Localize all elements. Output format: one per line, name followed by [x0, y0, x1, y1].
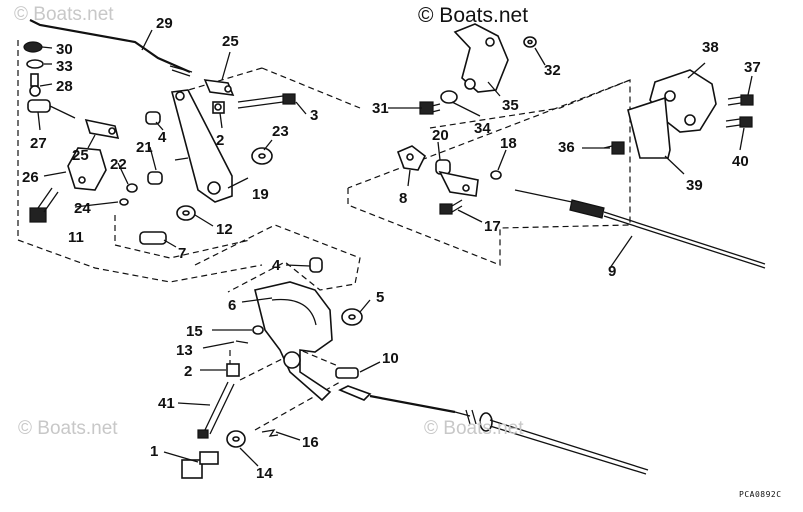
- callout-9: 9: [608, 263, 616, 280]
- part-29-rod: [29, 19, 193, 77]
- part-30-nut: [23, 41, 43, 53]
- part-7-pin: [139, 231, 167, 245]
- part-24-washer: [119, 198, 129, 206]
- callout-6: 6: [228, 297, 236, 314]
- watermark-faint-top-left: © Boats.net: [14, 4, 114, 25]
- callout-labels: 29 30 33 28 27 25 26 24 22 21 4 11 7 12 …: [22, 15, 761, 482]
- part-1-bolt: [181, 451, 219, 479]
- callout-28: 28: [56, 78, 73, 95]
- part-4-bushing-lower: [309, 257, 323, 273]
- callout-4-lower: 4: [272, 257, 281, 274]
- part-6-cam-plate: [254, 281, 333, 402]
- part-33-washer: [26, 59, 44, 69]
- callout-27: 27: [30, 135, 47, 152]
- callout-34: 34: [474, 120, 491, 137]
- callout-32: 32: [544, 62, 561, 79]
- callout-8: 8: [399, 190, 407, 207]
- part-19-lever: [170, 89, 233, 203]
- callout-30: 30: [56, 41, 73, 58]
- leader-lines: [37, 29, 753, 467]
- callout-21: 21: [136, 139, 153, 156]
- diagram-code: PCA0892C: [739, 490, 782, 499]
- callout-20: 20: [432, 127, 449, 144]
- part-36-screw: [603, 141, 625, 155]
- callout-35: 35: [502, 97, 519, 114]
- part-31-bolt: [419, 101, 441, 115]
- part-23-washer: [251, 147, 273, 165]
- callout-12: 12: [216, 221, 233, 238]
- callout-25-left: 25: [72, 147, 89, 164]
- watermark-faint-bottom-left: © Boats.net: [18, 418, 118, 439]
- part-40-screw: [725, 116, 753, 128]
- callout-29: 29: [156, 15, 173, 32]
- callout-11: 11: [68, 229, 84, 246]
- part-9-cable: [514, 189, 766, 269]
- callout-36: 36: [558, 139, 575, 156]
- part-22-spacer: [126, 183, 138, 193]
- part-27-rod-end: [27, 99, 76, 119]
- part-11-bolt: [29, 187, 59, 223]
- part-39-plate: [627, 96, 671, 159]
- callout-1: 1: [150, 443, 158, 460]
- part-14-washer: [226, 430, 246, 448]
- callout-13: 13: [176, 342, 193, 359]
- part-28-ball-joint: [29, 73, 41, 97]
- callout-40: 40: [732, 153, 749, 170]
- callout-31: 31: [372, 100, 389, 117]
- callout-7: 7: [178, 245, 186, 262]
- part-10-pin: [335, 367, 359, 379]
- part-20-arm: [435, 159, 479, 197]
- callout-37: 37: [744, 59, 761, 76]
- callout-14: 14: [256, 465, 273, 482]
- part-13-pin: [235, 340, 249, 344]
- part-16-clip: [261, 429, 279, 437]
- callout-19: 19: [252, 186, 269, 203]
- part-4-bushing-upper: [145, 111, 161, 125]
- assembly-outline-right: [347, 79, 631, 266]
- part-21-bushing: [147, 171, 163, 185]
- callout-4-upper: 4: [158, 129, 167, 146]
- part-18-washer: [490, 170, 502, 180]
- part-5-washer: [341, 308, 363, 326]
- callout-38: 38: [702, 39, 719, 56]
- callout-5: 5: [376, 289, 384, 306]
- part-17-bolt: [439, 199, 463, 215]
- part-15-washer: [252, 325, 264, 335]
- part-2-nut-upper: [212, 101, 225, 114]
- part-2-nut-lower: [226, 363, 240, 377]
- part-25-connector-left: [84, 118, 120, 140]
- part-37-screw: [727, 94, 754, 106]
- callout-26: 26: [22, 169, 39, 186]
- part-26-bracket: [67, 147, 107, 191]
- callout-33: 33: [56, 58, 73, 75]
- watermark-main: © Boats.net: [418, 4, 529, 27]
- part-12-washer: [176, 205, 196, 221]
- callout-25-top: 25: [222, 33, 239, 50]
- part-32-washer: [523, 36, 537, 48]
- part-8-link: [396, 145, 427, 171]
- callout-24: 24: [74, 200, 91, 217]
- part-cable-lower: [338, 385, 649, 475]
- watermark-faint-bottom-center: © Boats.net: [424, 418, 524, 439]
- part-41-bolt: [197, 381, 235, 439]
- part-34-washer: [440, 90, 458, 104]
- part-3-bolt: [237, 93, 296, 109]
- callout-22: 22: [110, 156, 127, 173]
- callout-41: 41: [158, 395, 175, 412]
- callout-15: 15: [186, 323, 203, 340]
- callout-16: 16: [302, 434, 319, 451]
- callout-3: 3: [310, 107, 318, 124]
- callout-18: 18: [500, 135, 517, 152]
- callout-2-upper: 2: [216, 132, 224, 149]
- part-35-bracket: [453, 23, 509, 93]
- part-25-connector-top: [203, 79, 235, 96]
- callout-10: 10: [382, 350, 399, 367]
- callout-23: 23: [272, 123, 289, 140]
- callout-17: 17: [484, 218, 501, 235]
- callout-39: 39: [686, 177, 703, 194]
- callout-2-lower: 2: [184, 363, 192, 380]
